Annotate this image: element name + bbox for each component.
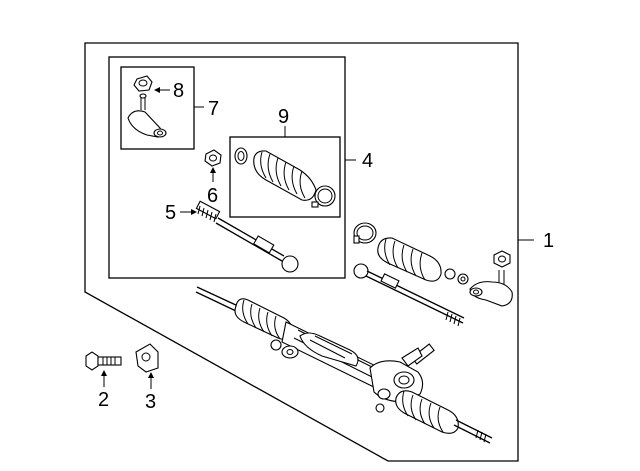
arrow-6: [210, 167, 216, 173]
callout-5: 5: [165, 202, 176, 224]
boot-clamp-large[interactable]: [311, 185, 336, 208]
inner-tie-rod-right[interactable]: [353, 263, 465, 327]
callout-8: 8: [173, 80, 184, 102]
clamp-right[interactable]: [353, 222, 377, 244]
callout-2: 2: [98, 389, 109, 411]
bracket-3[interactable]: [135, 343, 159, 373]
callout-7: 7: [208, 98, 219, 120]
steering-boot[interactable]: [253, 150, 317, 201]
callout-9: 9: [278, 106, 289, 128]
tie-rod-end-small[interactable]: [127, 93, 167, 138]
clamp-ring-right[interactable]: [444, 268, 469, 285]
callout-6: 6: [207, 185, 218, 207]
steering-rack-assembly[interactable]: [195, 286, 493, 444]
nut-6[interactable]: [204, 149, 222, 167]
arrow-2: [101, 370, 107, 376]
tie-rod-end-right[interactable]: [469, 270, 513, 307]
arrow-3: [148, 372, 154, 378]
callout-1: 1: [543, 230, 554, 252]
callout-3: 3: [145, 391, 156, 413]
bolt-2[interactable]: [85, 351, 122, 371]
callout-4: 4: [362, 150, 373, 172]
arrow-8: [154, 87, 160, 93]
boot-clamp-small[interactable]: [234, 147, 248, 165]
kit-box: [108, 56, 346, 279]
nut-8[interactable]: [133, 75, 153, 92]
boot-right[interactable]: [377, 237, 442, 282]
tie-rod-end-box: [120, 66, 195, 150]
arrow-5: [191, 209, 197, 215]
assembly-outline: [84, 42, 519, 462]
nut-right[interactable]: [493, 250, 511, 268]
inner-tie-rod[interactable]: [195, 200, 299, 273]
